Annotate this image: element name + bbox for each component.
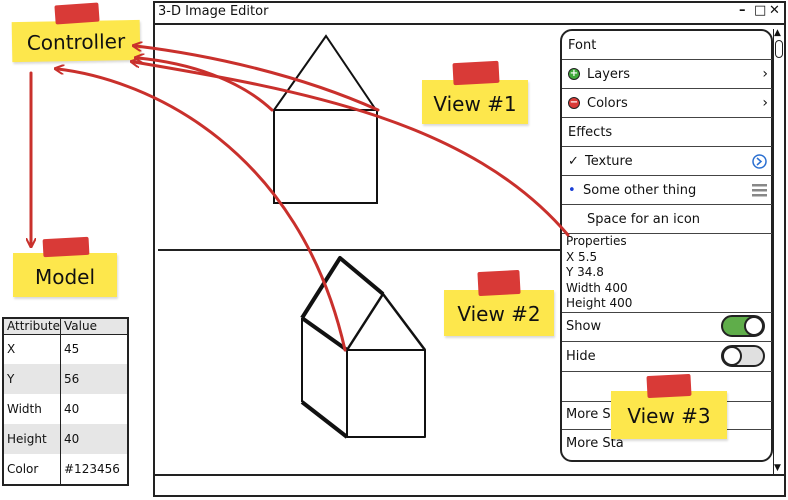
toggle-knob [744, 316, 764, 336]
menu-item-label: Colors [587, 96, 628, 111]
hide-toggle[interactable] [721, 345, 765, 367]
menu-item-texture[interactable]: ✓ Texture [562, 147, 772, 176]
view1-note: View #1 [422, 80, 528, 124]
bottom-bar [153, 474, 786, 476]
table-cell: 40 [64, 402, 80, 416]
model-label: Model [34, 265, 96, 289]
panel-divider [562, 371, 772, 372]
menu-item-colors[interactable]: − Colors › [562, 89, 772, 118]
menu-item-font[interactable]: Font [562, 31, 772, 60]
chevron-right-icon: › [762, 66, 768, 82]
model-table [2, 317, 129, 486]
menu-item-label: Texture [585, 154, 633, 169]
menu-item-label: Space for an icon [587, 212, 701, 227]
view1-label: View #1 [433, 92, 517, 116]
property-width: Width 400 [566, 280, 628, 295]
table-stripe [4, 364, 127, 394]
minus-icon: − [568, 97, 580, 109]
view2-note: View #2 [444, 290, 554, 336]
view2-label: View #2 [457, 302, 541, 326]
toggle-label-hide: Hide [566, 349, 596, 364]
house-3d-drawing [300, 256, 426, 439]
menu-item-label: Font [568, 38, 597, 53]
scroll-up-icon[interactable]: ▲ [774, 28, 781, 38]
properties-heading: Properties [566, 234, 627, 248]
arrow-view2-to-controller [58, 69, 347, 352]
property-height: Height 400 [566, 296, 633, 310]
minimize-button[interactable]: – [739, 3, 746, 18]
property-y: Y 34.8 [566, 265, 604, 279]
more-item-2[interactable]: More Sta [566, 436, 624, 451]
maximize-button[interactable]: □ [754, 3, 767, 18]
panel-divider [562, 341, 772, 342]
menu-item-other[interactable]: • Some other thing [562, 176, 772, 205]
panel-divider [562, 312, 772, 313]
property-x: X 5.5 [566, 249, 598, 264]
show-toggle[interactable] [721, 315, 765, 337]
properties-block: Properties X 5.5 Y 34.8 Width 400 Height… [566, 234, 632, 312]
table-header [4, 319, 127, 335]
plus-icon: + [568, 68, 580, 80]
view3-label: View #3 [627, 404, 711, 428]
check-icon: ✓ [568, 154, 579, 169]
menu-item-label: Layers [587, 67, 631, 82]
arrow-view1b-to-controller [136, 46, 380, 112]
menu-item-label: Effects [568, 125, 613, 140]
menu-item-layers[interactable]: + Layers › [562, 60, 772, 89]
column-header: Value [64, 319, 97, 333]
toggle-label-show: Show [566, 319, 602, 334]
scrollbar-thumb[interactable] [775, 40, 783, 58]
close-button[interactable]: ✕ [769, 3, 780, 18]
menu-item-label: Some other thing [583, 183, 697, 198]
column-header: Attribute [7, 319, 60, 333]
view-divider [158, 249, 560, 251]
menu-item-effects[interactable]: Effects [562, 118, 772, 147]
table-cell: Color [7, 462, 39, 476]
title-bar [153, 1, 786, 25]
circle-arrow-icon[interactable] [752, 154, 767, 169]
window-title: 3-D Image Editor [158, 4, 269, 19]
table-stripe [4, 424, 127, 454]
table-cell: Height [7, 432, 47, 446]
scrollbar[interactable] [773, 29, 785, 475]
menu-item-icon-space[interactable]: Space for an icon [562, 205, 772, 234]
table-cell: Width [7, 402, 42, 416]
table-column-divider [60, 319, 61, 484]
toggle-knob [722, 346, 742, 366]
table-cell: 40 [64, 432, 80, 446]
table-cell: 45 [64, 342, 80, 356]
view3-note: View #3 [611, 391, 727, 439]
hamburger-icon[interactable] [752, 184, 767, 197]
model-note: Model [13, 253, 117, 297]
house-2d-drawing [272, 34, 378, 204]
chevron-right-icon: › [762, 95, 768, 111]
scroll-down-icon[interactable]: ▼ [774, 463, 781, 473]
table-cell: X [7, 342, 16, 356]
table-cell: 56 [64, 372, 80, 386]
arrow-view3-to-controller [134, 62, 570, 237]
bullet-icon: • [568, 183, 576, 198]
table-cell: #123456 [64, 462, 120, 476]
table-cell: Y [7, 372, 15, 386]
more-item-1[interactable]: More St [566, 407, 616, 422]
